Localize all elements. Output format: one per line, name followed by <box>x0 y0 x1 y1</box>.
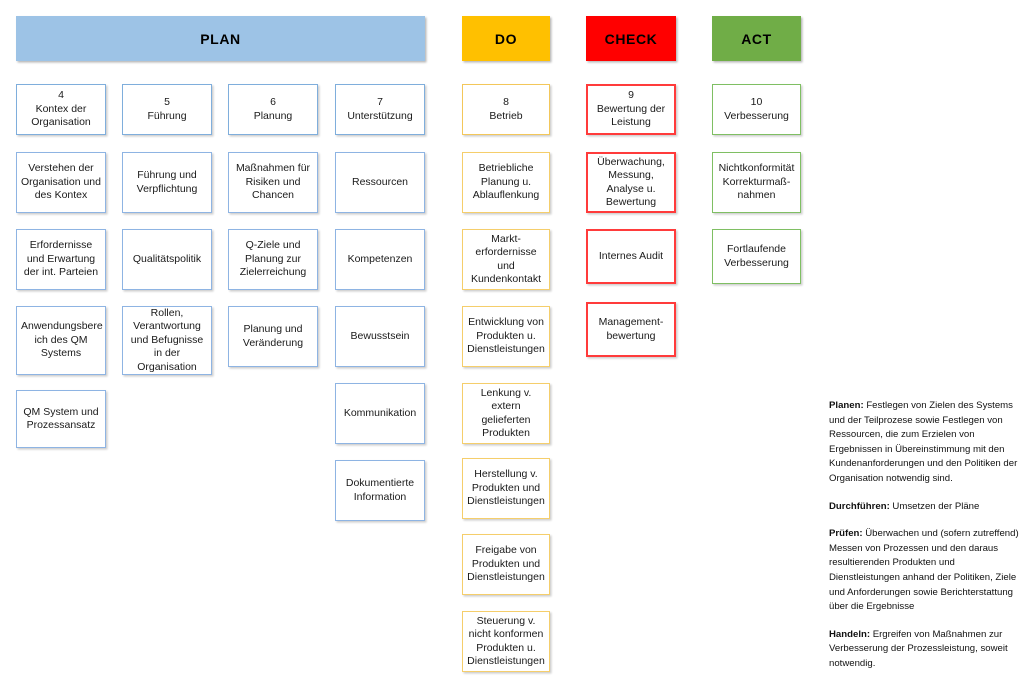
node-label: Freigabe von Produkten und Dienstleistun… <box>467 544 545 584</box>
clause-box-10[interactable]: 10 Verbesserung <box>712 84 801 135</box>
clause-number-9: 9 <box>628 89 634 102</box>
phase-header-do-label: DO <box>494 30 518 47</box>
legend-term-planen: Planen: <box>829 400 864 411</box>
clause-number-7: 7 <box>377 96 383 108</box>
node-label: Verstehen der Organisation und des Konte… <box>21 162 101 202</box>
node-check-9-3[interactable]: Management- bewertung <box>586 302 676 357</box>
node-plan-5-3[interactable]: Rollen, Verantwortung und Befugnisse in … <box>122 306 212 375</box>
clause-title-9: Bewertung der Leistung <box>596 102 666 129</box>
legend-entry-planen: Planen: Festlegen von Zielen des Systems… <box>829 399 1021 487</box>
node-label: Führung und Verpflichtung <box>136 169 198 195</box>
node-label: Markt- erfordernisse und Kundenkontakt <box>470 232 542 286</box>
clause-number-5: 5 <box>164 96 170 108</box>
phase-header-plan[interactable]: PLAN <box>16 16 425 61</box>
node-plan-6-3[interactable]: Planung und Veränderung <box>228 306 318 367</box>
node-do-8-4[interactable]: Lenkung v. extern gelieferten Produkten <box>462 383 550 444</box>
clause-title-5: Führung <box>147 109 187 122</box>
node-label: Steuerung v. nicht konformen Produkten u… <box>467 614 545 668</box>
phase-header-check[interactable]: CHECK <box>586 16 676 61</box>
node-plan-4-3[interactable]: Anwendungsbere ich des QM Systems <box>16 306 106 375</box>
clause-number-10: 10 <box>750 96 763 108</box>
clause-title-6: Planung <box>253 109 293 122</box>
node-plan-5-1[interactable]: Führung und Verpflichtung <box>122 152 212 213</box>
node-plan-7-3[interactable]: Bewusstsein <box>335 306 425 367</box>
legend-text-handeln: Ergreifen von Maßnahmen zur Verbesserung… <box>829 628 1008 669</box>
node-do-8-5[interactable]: Herstellung v. Produkten und Dienstleist… <box>462 458 550 519</box>
node-plan-7-2[interactable]: Kompetenzen <box>335 229 425 290</box>
node-label: Ressourcen <box>351 175 409 188</box>
node-do-8-6[interactable]: Freigabe von Produkten und Dienstleistun… <box>462 534 550 595</box>
node-act-10-2[interactable]: Fortlaufende Verbesserung <box>712 229 801 284</box>
node-label: Herstellung v. Produkten und Dienstleist… <box>467 468 545 508</box>
node-label: Rollen, Verantwortung und Befugnisse in … <box>130 306 204 373</box>
node-label: Kommunikation <box>343 406 417 419</box>
node-label: QM System und Prozessansatz <box>23 405 99 432</box>
node-label: Qualitätspolitik <box>132 252 202 265</box>
clause-number-8: 8 <box>503 96 509 108</box>
node-plan-6-2[interactable]: Q-Ziele und Planung zur Zielerreichung <box>228 229 318 290</box>
legend-panel: Planen: Festlegen von Zielen des Systems… <box>829 399 1021 672</box>
legend-term-pruefen: Prüfen: <box>829 528 863 540</box>
clause-title-4: Kontex der Organisation <box>31 102 91 129</box>
node-label: Betriebliche Planung u. Ablauflenkung <box>472 162 540 202</box>
clause-title-10: Verbesserung <box>724 109 789 122</box>
node-label: Planung und Veränderung <box>242 323 304 349</box>
node-do-8-2[interactable]: Markt- erfordernisse und Kundenkontakt <box>462 229 550 290</box>
node-do-8-7[interactable]: Steuerung v. nicht konformen Produkten u… <box>462 611 550 672</box>
node-plan-5-2[interactable]: Qualitätspolitik <box>122 229 212 290</box>
node-label: Anwendungsbere ich des QM Systems <box>21 320 103 360</box>
legend-entry-durchfuehren: Durchführen: Umsetzen der Pläne <box>829 500 1021 515</box>
legend-text-durchfuehren: Umsetzen der Pläne <box>889 500 980 512</box>
phase-header-plan-label: PLAN <box>200 30 241 47</box>
node-label: Maßnahmen für Risiken und Chancen <box>235 162 311 202</box>
node-plan-7-1[interactable]: Ressourcen <box>335 152 425 213</box>
clause-number-6: 6 <box>270 96 276 108</box>
clause-box-4[interactable]: 4 Kontex der Organisation <box>16 84 106 135</box>
node-plan-4-2[interactable]: Erfordernisse und Erwartung der int. Par… <box>16 229 106 290</box>
legend-term-durchfuehren: Durchführen: <box>829 500 890 512</box>
node-plan-4-4[interactable]: QM System und Prozessansatz <box>16 390 106 448</box>
clause-box-5[interactable]: 5 Führung <box>122 84 212 135</box>
legend-text-planen: Festlegen von Zielen des Systems und der… <box>829 400 1018 484</box>
clause-number-4: 4 <box>58 89 64 102</box>
phase-header-do[interactable]: DO <box>462 16 550 61</box>
node-label: Kompetenzen <box>347 252 413 265</box>
node-label: Internes Audit <box>598 249 664 262</box>
clause-title-7: Unterstützung <box>347 109 413 122</box>
node-label: Management- bewertung <box>598 316 664 342</box>
clause-box-6[interactable]: 6 Planung <box>228 84 318 135</box>
phase-header-act[interactable]: ACT <box>712 16 801 61</box>
node-label: Lenkung v. extern gelieferten Produkten <box>480 386 532 440</box>
node-plan-4-1[interactable]: Verstehen der Organisation und des Konte… <box>16 152 106 213</box>
node-do-8-1[interactable]: Betriebliche Planung u. Ablauflenkung <box>462 152 550 213</box>
node-label: Entwicklung von Produkten u. Dienstleist… <box>467 316 545 356</box>
node-plan-6-1[interactable]: Maßnahmen für Risiken und Chancen <box>228 152 318 213</box>
node-label: Fortlaufende Verbesserung <box>724 243 789 269</box>
node-act-10-1[interactable]: Nichtkonformität Korrekturmaß- nahmen <box>712 152 801 213</box>
node-label: Q-Ziele und Planung zur Zielerreichung <box>239 239 307 279</box>
clause-box-7[interactable]: 7 Unterstützung <box>335 84 425 135</box>
node-label: Bewusstsein <box>350 329 410 342</box>
clause-box-8[interactable]: 8 Betrieb <box>462 84 550 135</box>
clause-box-9[interactable]: 9 Bewertung der Leistung <box>586 84 676 135</box>
node-plan-7-5[interactable]: Dokumentierte Information <box>335 460 425 521</box>
phase-header-check-label: CHECK <box>604 30 658 47</box>
legend-entry-handeln: Handeln: Ergreifen von Maßnahmen zur Ver… <box>829 628 1021 672</box>
node-label: Nichtkonformität Korrekturmaß- nahmen <box>718 162 795 202</box>
phase-header-act-label: ACT <box>741 30 772 47</box>
node-label: Überwachung, Messung, Analyse u. Bewertu… <box>597 155 665 209</box>
node-check-9-2[interactable]: Internes Audit <box>586 229 676 284</box>
node-label: Dokumentierte Information <box>345 477 415 503</box>
node-label: Erfordernisse und Erwartung der int. Par… <box>23 239 99 279</box>
legend-entry-pruefen: Prüfen: Überwachen und (sofern zutreffen… <box>829 527 1021 615</box>
node-do-8-3[interactable]: Entwicklung von Produkten u. Dienstleist… <box>462 306 550 367</box>
clause-title-8: Betrieb <box>489 109 523 122</box>
node-check-9-1[interactable]: Überwachung, Messung, Analyse u. Bewertu… <box>586 152 676 213</box>
legend-term-handeln: Handeln: <box>829 628 871 640</box>
node-plan-7-4[interactable]: Kommunikation <box>335 383 425 444</box>
legend-text-pruefen: Überwachen und (sofern zutreffend) Messe… <box>829 528 1019 613</box>
